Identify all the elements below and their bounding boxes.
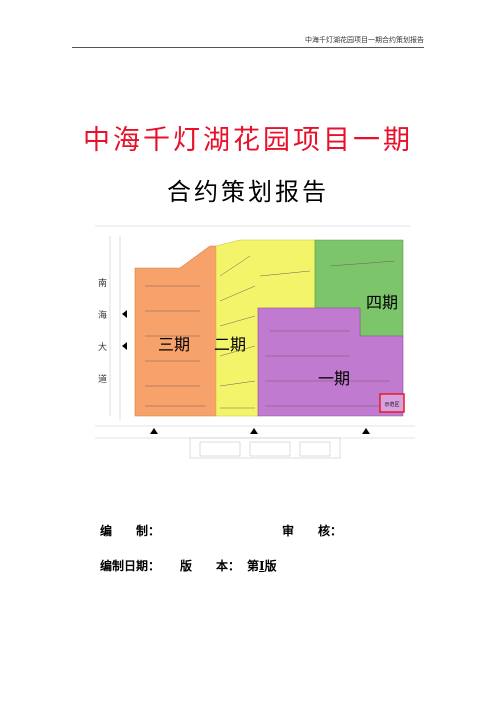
editor-label: 编 制：: [100, 524, 161, 538]
version-prefix: 第: [247, 559, 260, 573]
phase2-label: 二期: [214, 335, 246, 354]
road-char-1: 南: [98, 277, 107, 289]
phase3-label: 三期: [158, 335, 190, 354]
version-number: I: [259, 559, 265, 573]
site-plan-map: 示范区 南 海 大 道 三期 二期 四期 一期: [90, 216, 420, 460]
document-title: 中海千灯湖花园项目一期: [83, 125, 413, 156]
running-header: 中海千灯湖花园项目一期合约策划报告: [305, 36, 424, 44]
phase4-label: 四期: [366, 293, 398, 312]
road-char-4: 道: [98, 373, 107, 385]
document-subtitle: 合约策划报告: [167, 178, 329, 206]
demo-zone-label: 示范区: [384, 401, 399, 408]
road-char-3: 大: [98, 341, 107, 353]
phase1-label: 一期: [318, 369, 350, 388]
version-suffix: 版: [264, 559, 277, 573]
phase3-zone: [134, 245, 217, 417]
version-label: 版 本：: [180, 559, 241, 573]
road-char-2: 海: [98, 309, 107, 321]
version-value: 第I版: [247, 557, 277, 574]
reviewer-label: 审 核：: [282, 524, 343, 538]
demo-zone-box: [379, 393, 405, 413]
phase1-zone: [257, 307, 404, 417]
header-rule: [72, 47, 424, 48]
date-label: 编制日期：: [100, 559, 161, 573]
